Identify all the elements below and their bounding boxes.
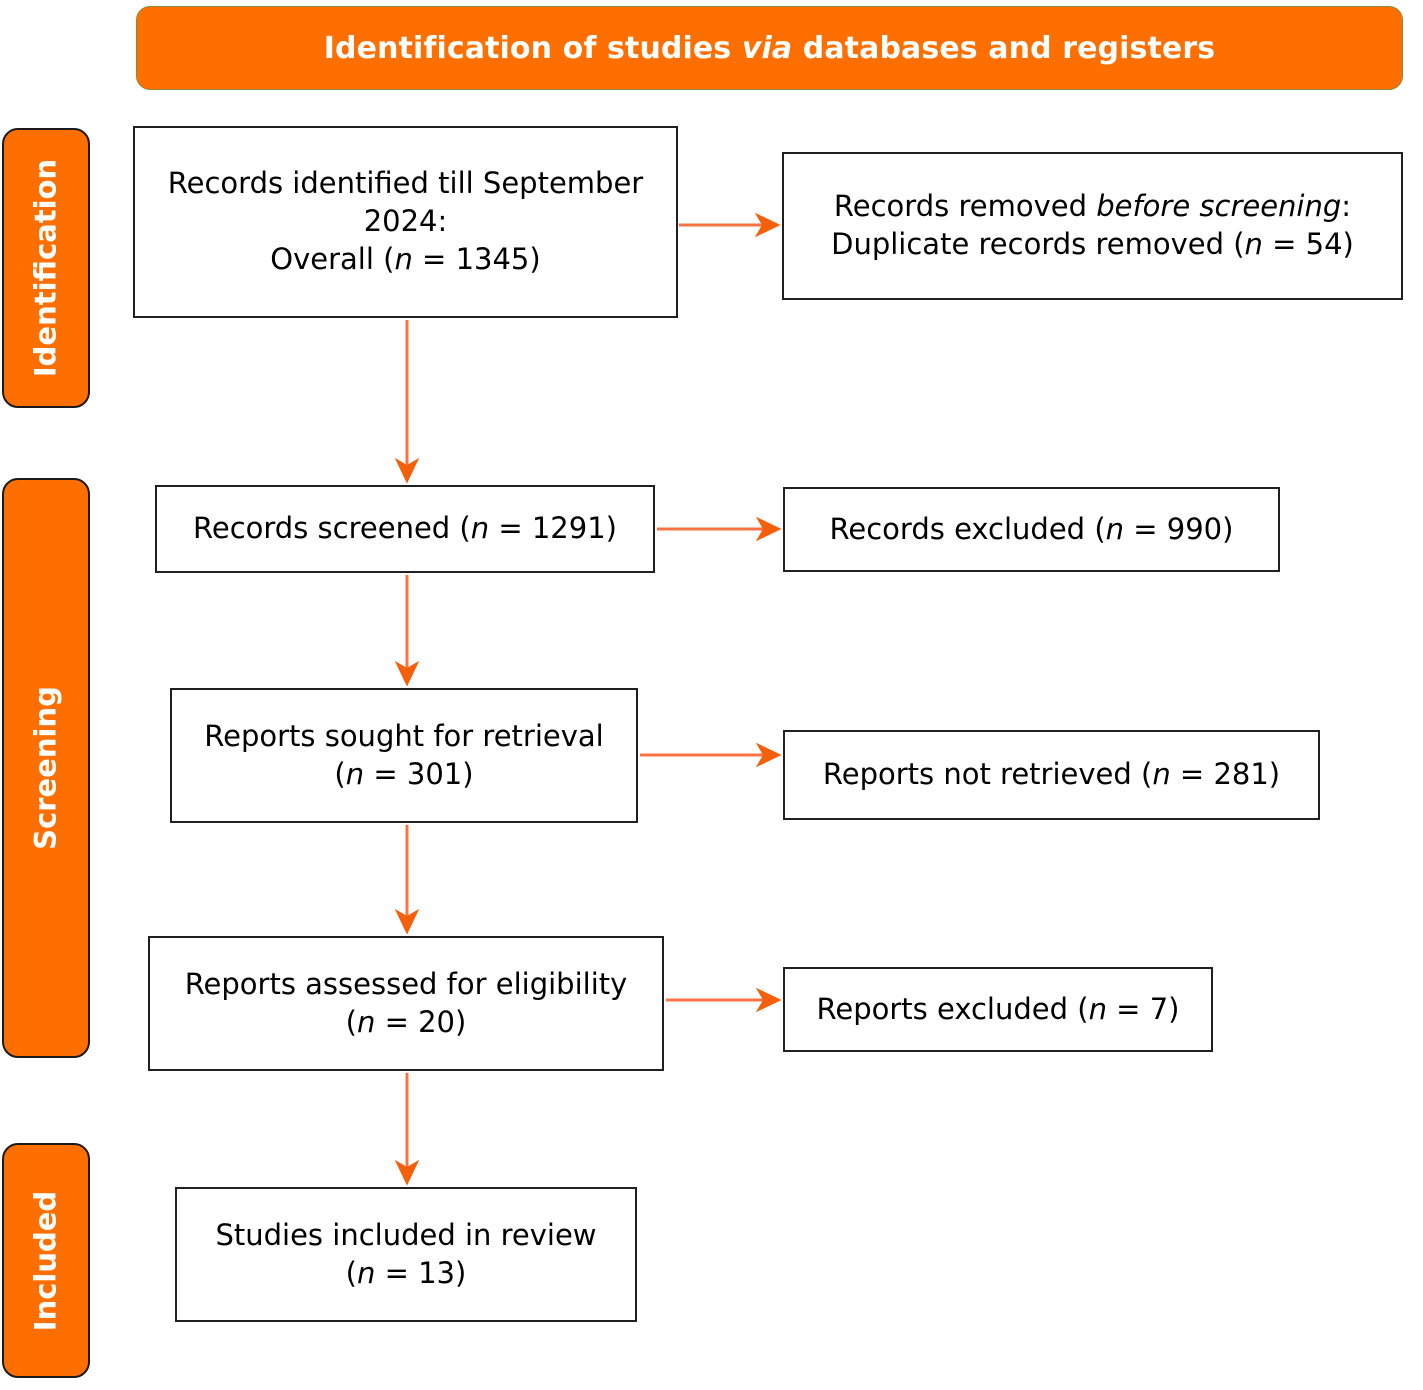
stage-pill-included: Included bbox=[2, 1143, 90, 1378]
stage-label-included: Included bbox=[28, 1190, 63, 1331]
n-symbol: n bbox=[394, 241, 413, 276]
box-reports-excluded-count: = 7) bbox=[1106, 991, 1180, 1026]
box-records-excluded-label: Records excluded ( bbox=[829, 511, 1106, 546]
n-symbol: n bbox=[1244, 227, 1263, 261]
box-records-removed-emphasis: before screening bbox=[1096, 189, 1342, 224]
box-records-identified-count: = 1345) bbox=[412, 241, 541, 276]
box-records-identified-line2: 2024: bbox=[363, 204, 448, 239]
box-studies-included: Studies included in review (n = 13) bbox=[175, 1187, 637, 1322]
box-records-identified-overall-label: Overall ( bbox=[270, 241, 395, 276]
box-studies-included-count: = 13) bbox=[375, 1255, 467, 1290]
box-reports-sought-paren-open: ( bbox=[334, 756, 346, 791]
box-reports-assessed: Reports assessed for eligibility (n = 20… bbox=[148, 936, 664, 1071]
n-symbol: n bbox=[470, 511, 490, 546]
n-symbol: n bbox=[356, 1255, 376, 1290]
n-symbol: n bbox=[1152, 757, 1171, 792]
box-reports-assessed-count: = 20) bbox=[375, 1004, 467, 1039]
box-reports-assessed-label: Reports assessed for eligibility bbox=[184, 966, 628, 1001]
box-reports-not-retrieved: Reports not retrieved (n = 281) bbox=[783, 730, 1320, 820]
box-reports-excluded-label: Reports excluded ( bbox=[816, 991, 1089, 1026]
box-records-screened-label: Records screened ( bbox=[193, 511, 471, 546]
box-reports-excluded: Reports excluded (n = 7) bbox=[783, 967, 1213, 1052]
n-symbol: n bbox=[1105, 511, 1125, 546]
box-reports-not-retrieved-label: Reports not retrieved ( bbox=[822, 757, 1153, 792]
title-segment-italic: via bbox=[741, 30, 793, 66]
n-symbol: n bbox=[356, 1004, 376, 1039]
stage-label-identification: Identification bbox=[28, 158, 63, 378]
box-records-identified-line1: Records identified till September bbox=[167, 166, 644, 201]
title-segment-1: Identification of studies bbox=[323, 30, 742, 66]
box-reports-assessed-paren-open: ( bbox=[345, 1004, 357, 1039]
box-reports-sought-label: Reports sought for retrieval bbox=[204, 718, 604, 753]
box-records-excluded-count: = 990) bbox=[1124, 511, 1234, 546]
box-studies-included-label: Studies included in review bbox=[215, 1217, 597, 1252]
stage-pill-identification: Identification bbox=[2, 128, 90, 408]
box-studies-included-paren-open: ( bbox=[345, 1255, 357, 1290]
box-records-removed-label: Records removed bbox=[833, 189, 1097, 224]
box-records-excluded: Records excluded (n = 990) bbox=[783, 487, 1280, 572]
box-records-removed-colon: : bbox=[1341, 189, 1352, 224]
diagram-title-banner: Identification of studies via databases … bbox=[136, 6, 1403, 90]
box-records-removed: Records removed before screening: Duplic… bbox=[782, 152, 1403, 300]
box-records-identified: Records identified till September 2024: … bbox=[133, 126, 678, 318]
n-symbol: n bbox=[345, 756, 365, 791]
box-reports-sought-count: = 301) bbox=[364, 756, 474, 791]
n-symbol: n bbox=[1088, 991, 1107, 1026]
stage-label-screening: Screening bbox=[28, 686, 63, 850]
box-records-screened: Records screened (n = 1291) bbox=[155, 485, 655, 573]
stage-pill-screening: Screening bbox=[2, 478, 90, 1058]
box-duplicate-removed-label: Duplicate records removed ( bbox=[831, 227, 1245, 261]
box-records-screened-count: = 1291) bbox=[489, 511, 617, 546]
box-duplicate-removed-count: = 54) bbox=[1262, 227, 1354, 261]
box-reports-sought: Reports sought for retrieval (n = 301) bbox=[170, 688, 638, 823]
diagram-title-text: Identification of studies via databases … bbox=[324, 31, 1215, 66]
title-segment-2: databases and registers bbox=[792, 30, 1216, 66]
box-reports-not-retrieved-count: = 281) bbox=[1170, 757, 1281, 792]
